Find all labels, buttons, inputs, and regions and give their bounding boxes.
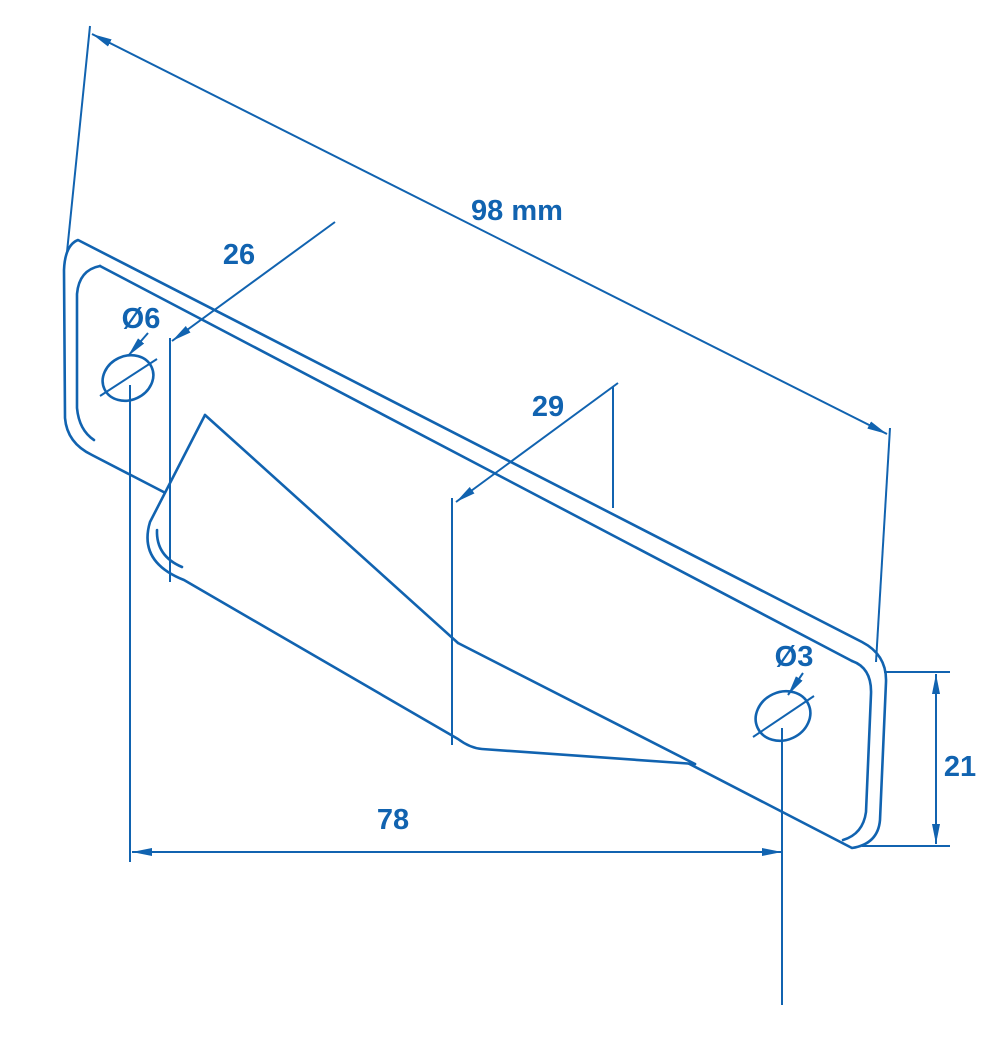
dimension-tab-depth: 29 — [451, 382, 619, 745]
plate-right-cap-inner-edge — [841, 659, 873, 842]
dim-78-label: 78 — [377, 804, 409, 836]
dimension-left-hole-diameter: Ø6 — [122, 303, 161, 357]
bent-tab — [146, 413, 697, 766]
tab-face-fill — [147, 415, 696, 764]
tab-fold-inner-edge — [155, 528, 184, 569]
dim-21-label: 21 — [944, 751, 976, 783]
dimension-hole-spacing: 78 — [129, 385, 783, 1005]
dim-line-26 — [171, 221, 336, 342]
leader-line-d3 — [787, 672, 804, 696]
right-hole-center-tick — [752, 695, 815, 738]
right-mounting-hole — [752, 689, 815, 743]
dim-98mm-label: 98 mm — [471, 195, 563, 227]
dim-line-98 — [91, 33, 888, 435]
dimension-overall-length: 98 mm — [66, 25, 891, 663]
dim-29-label: 29 — [532, 391, 564, 423]
ext-line-98-left — [66, 25, 91, 253]
tab-outer-edge — [146, 413, 697, 766]
tab-root-edge — [456, 641, 697, 766]
dimension-edge-to-tab: 26 — [169, 221, 336, 582]
dim-line-29 — [455, 382, 619, 503]
leader-line-d6 — [127, 332, 149, 357]
dimension-plate-height: 21 — [862, 671, 976, 847]
ext-line-98-right — [875, 427, 891, 663]
dim-26-label: 26 — [223, 239, 255, 271]
plate-left-cap-inner-edge — [75, 264, 102, 442]
tab-upper-edge — [203, 413, 460, 645]
dimension-right-hole-diameter: Ø3 — [775, 641, 814, 696]
dim-d6-label: Ø6 — [122, 303, 161, 335]
dim-d3-label: Ø3 — [775, 641, 814, 673]
